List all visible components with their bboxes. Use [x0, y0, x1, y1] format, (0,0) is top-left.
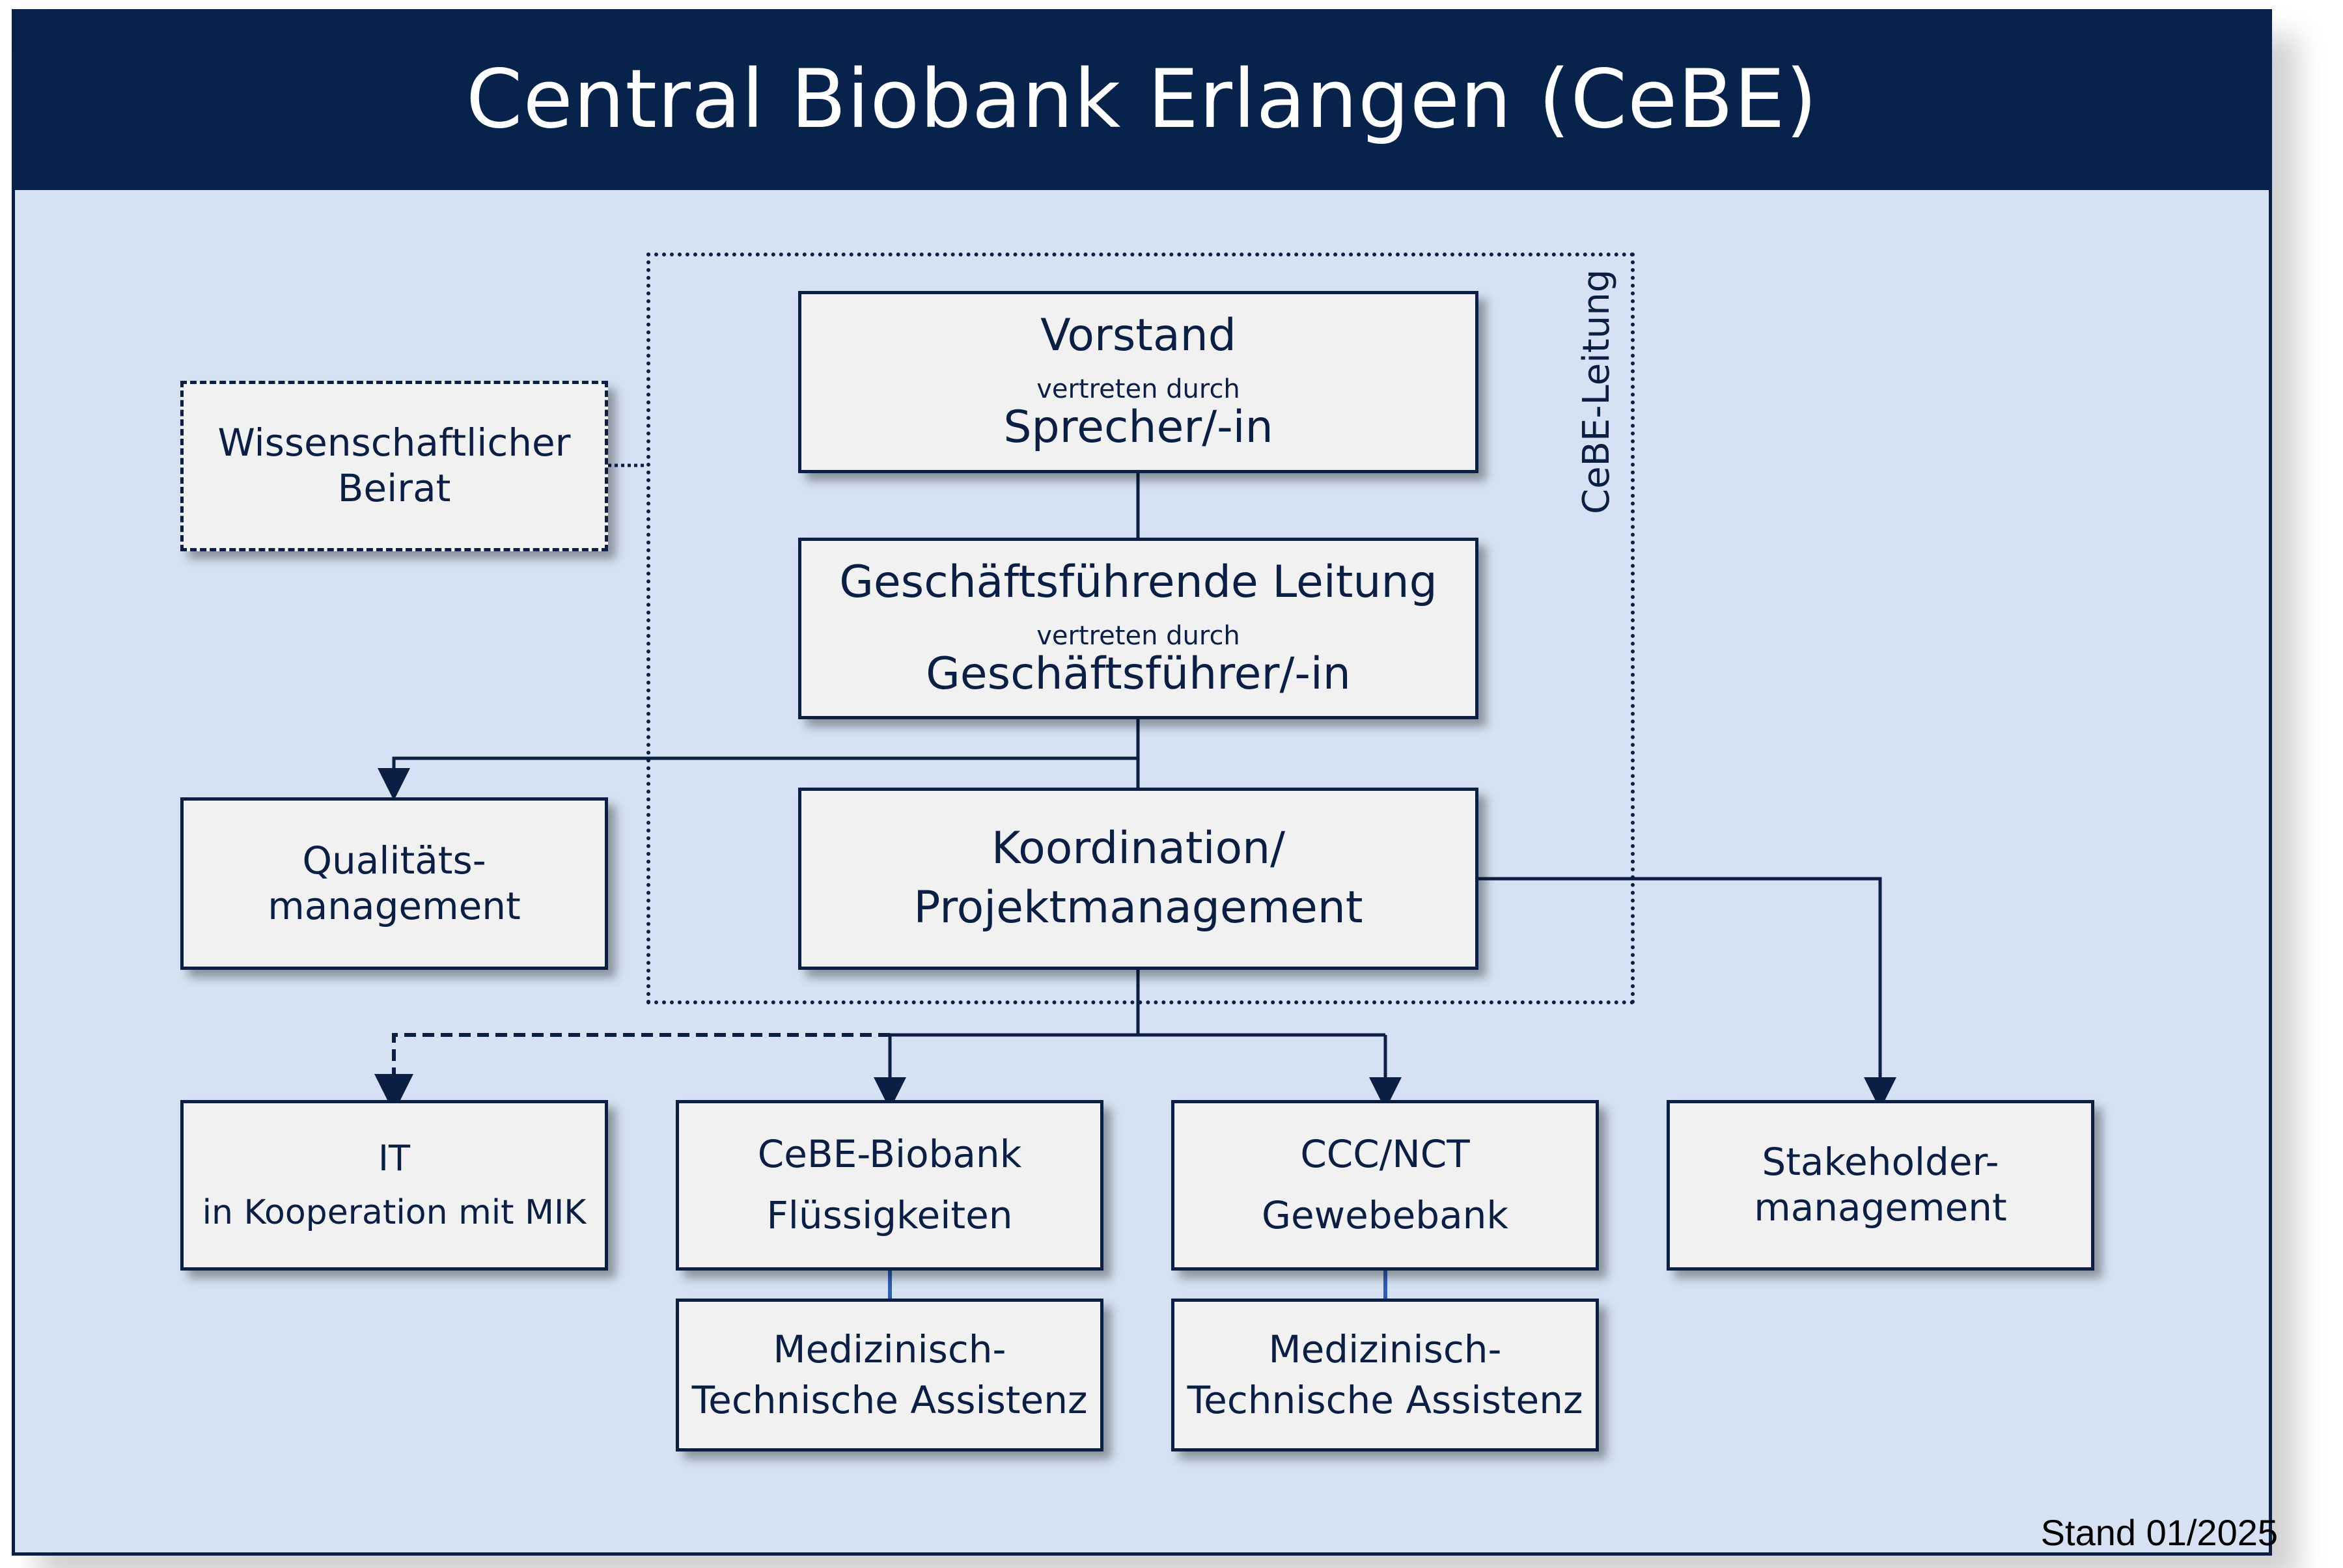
it-line1: IT [378, 1137, 410, 1179]
qm-box: Qualitäts- management [180, 797, 608, 970]
connector-gf-qm [378, 756, 1138, 801]
cebe-leitung-group [646, 253, 1635, 1004]
stakeholder-line2: management [1754, 1185, 2007, 1230]
mta2-line2: Technische Assistenz [1187, 1377, 1583, 1422]
page-title: Central Biobank Erlangen (CeBE) [12, 9, 2272, 190]
mta1-line1: Medizinisch- [773, 1327, 1006, 1371]
vorstand-box: Vorstand vertreten durch Sprecher/-in [798, 291, 1478, 473]
connector-to-it-dashed [374, 1033, 890, 1113]
beirat-box: Wissenschaftlicher Beirat [180, 381, 608, 551]
vorstand-title: Vorstand [1040, 310, 1236, 362]
ccc-line1: CCC/NCT [1300, 1132, 1470, 1177]
beirat-line2: Beirat [337, 466, 451, 510]
stakeholder-box: Stakeholder- management [1667, 1100, 2094, 1271]
mta2-line1: Medizinisch- [1268, 1327, 1502, 1371]
stakeholder-line1: Stakeholder- [1762, 1140, 1999, 1185]
koordination-line1: Koordination/ [991, 823, 1286, 875]
mta-box-ccc: Medizinisch- Technische Assistenz [1171, 1299, 1599, 1451]
qm-line1: Qualitäts- [302, 838, 486, 883]
biobank-line2: Flüssigkeiten [766, 1193, 1013, 1237]
ccc-line2: Gewebebank [1262, 1193, 1508, 1237]
mta-box-biobank: Medizinisch- Technische Assistenz [676, 1299, 1103, 1451]
biobank-line1: CeBE-Biobank [757, 1132, 1022, 1177]
gf-leitung-title: Geschäftsführende Leitung [839, 556, 1437, 608]
biobank-box: CeBE-Biobank Flüssigkeiten [676, 1100, 1103, 1271]
it-line2: in Kooperation mit MIK [202, 1193, 587, 1233]
connector-koordination-stakeholder [1478, 877, 1896, 1110]
vorstand-role: Sprecher/-in [1003, 402, 1273, 453]
beirat-line1: Wissenschaftlicher [217, 420, 571, 465]
mta1-line2: Technische Assistenz [691, 1377, 1088, 1422]
gf-leitung-box: Geschäftsführende Leitung vertreten durc… [798, 538, 1478, 719]
qm-line2: management [268, 883, 521, 928]
koordination-line2: Projektmanagement [913, 882, 1363, 933]
it-box: IT in Kooperation mit MIK [180, 1100, 608, 1271]
stand-date: Stand 01/2025 [2040, 1512, 2278, 1553]
gf-leitung-sub: vertreten durch [1036, 620, 1240, 651]
koordination-box: Koordination/ Projektmanagement [798, 788, 1478, 970]
ccc-box: CCC/NCT Gewebebank [1171, 1100, 1599, 1271]
gf-leitung-role: Geschäftsführer/-in [926, 648, 1351, 700]
vorstand-sub: vertreten durch [1036, 374, 1240, 404]
